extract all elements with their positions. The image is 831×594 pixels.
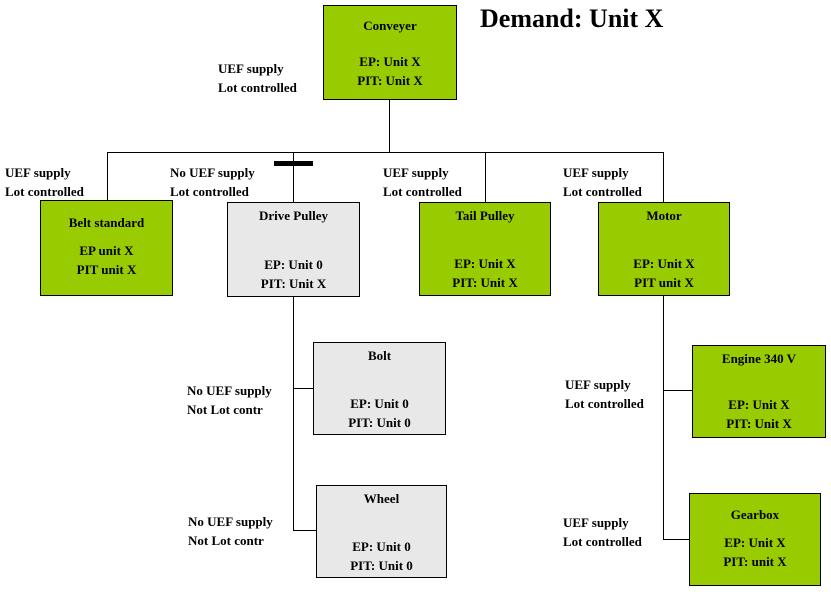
connector-tail-pulley-drop: [485, 152, 486, 202]
edge-label-tail-pulley: UEF supply Lot controlled: [383, 163, 462, 201]
node-pit: PIT: Unit X: [726, 416, 792, 431]
edge-label-motor: UEF supply Lot controlled: [563, 163, 642, 201]
page-title: Demand: Unit X: [480, 4, 664, 33]
node-ep: EP: Unit 0: [264, 257, 323, 272]
node-pit: PIT unit X: [634, 275, 694, 290]
edge-label-line: Lot controlled: [170, 184, 249, 199]
connector-wheel-branch: [293, 530, 316, 531]
node-details: EP: Unit 0 PIT: Unit 0: [348, 394, 411, 432]
node-title: Motor: [646, 208, 682, 223]
tick-mark: [274, 161, 313, 166]
connector-engine-branch: [663, 390, 692, 391]
connector-motor-drop: [663, 152, 664, 202]
node-pit: PIT unit X: [76, 262, 137, 277]
node-details: EP: Unit X PIT: unit X: [723, 533, 786, 571]
edge-label-drive-pulley: No UEF supply Lot controlled: [170, 163, 255, 201]
edge-label-line: UEF supply: [383, 165, 449, 180]
edge-label-line: No UEF supply: [187, 383, 272, 398]
node-title: Gearbox: [730, 507, 780, 522]
node-belt-standard: Belt standard EP unit X PIT unit X: [40, 200, 173, 296]
connector-drive-pulley-drop: [293, 152, 294, 202]
edge-label-line: Lot controlled: [563, 184, 642, 199]
node-ep: EP: Unit X: [454, 256, 516, 271]
edge-label-line: UEF supply: [5, 165, 71, 180]
node-engine-340v: Engine 340 V EP: Unit X PIT: Unit X: [692, 345, 826, 438]
edge-label-line: Lot controlled: [5, 184, 84, 199]
node-details: EP unit X PIT unit X: [77, 241, 137, 279]
edge-label-line: UEF supply: [218, 61, 284, 76]
edge-label-line: No UEF supply: [170, 165, 255, 180]
edge-label-line: Not Lot contr: [188, 533, 264, 548]
node-title: Tail Pulley: [455, 208, 515, 223]
node-ep: EP unit X: [79, 243, 134, 258]
node-bolt: Bolt EP: Unit 0 PIT: Unit 0: [313, 342, 446, 435]
node-ep: EP: Unit X: [359, 54, 421, 69]
node-title: Conveyer: [363, 18, 417, 33]
edge-label-bolt: No UEF supply Not Lot contr: [187, 381, 272, 419]
node-details: EP: Unit X PIT: Unit X: [357, 52, 422, 90]
node-pit: PIT: unit X: [723, 554, 787, 569]
node-title: Belt standard: [68, 215, 145, 230]
edge-label-line: UEF supply: [563, 515, 629, 530]
edge-label-wheel: No UEF supply Not Lot contr: [188, 512, 273, 550]
node-pit: PIT: Unit 0: [350, 558, 413, 573]
edge-label-line: UEF supply: [563, 165, 629, 180]
edge-label-conveyer: UEF supply Lot controlled: [218, 59, 297, 97]
node-details: EP: Unit 0 PIT: Unit 0: [350, 537, 413, 575]
node-pit: PIT: Unit X: [452, 275, 518, 290]
node-ep: EP: Unit X: [633, 256, 695, 271]
node-ep: EP: Unit X: [724, 535, 786, 550]
node-conveyer: Conveyer EP: Unit X PIT: Unit X: [323, 5, 457, 100]
node-wheel: Wheel EP: Unit 0 PIT: Unit 0: [316, 485, 447, 578]
edge-label-line: No UEF supply: [188, 514, 273, 529]
node-pit: PIT: Unit X: [357, 73, 423, 88]
connector-belt-drop: [107, 152, 108, 200]
node-title: Engine 340 V: [721, 351, 797, 366]
node-motor: Motor EP: Unit X PIT unit X: [598, 202, 730, 296]
connector-drive-pulley-stem: [293, 297, 294, 531]
node-ep: EP: Unit 0: [352, 539, 411, 554]
edge-label-line: Lot controlled: [383, 184, 462, 199]
node-details: EP: Unit 0 PIT: Unit X: [261, 255, 326, 293]
edge-label-line: Lot controlled: [563, 534, 642, 549]
node-drive-pulley: Drive Pulley EP: Unit 0 PIT: Unit X: [227, 202, 360, 297]
node-gearbox: Gearbox EP: Unit X PIT: unit X: [689, 493, 821, 586]
edge-label-engine: UEF supply Lot controlled: [565, 375, 644, 413]
connector-bolt-branch: [293, 388, 313, 389]
edge-label-line: UEF supply: [565, 377, 631, 392]
node-ep: EP: Unit X: [728, 397, 790, 412]
edge-label-gearbox: UEF supply Lot controlled: [563, 513, 642, 551]
edge-label-line: Lot controlled: [565, 396, 644, 411]
node-details: EP: Unit X PIT unit X: [633, 254, 694, 292]
node-details: EP: Unit X PIT: Unit X: [726, 395, 791, 433]
node-ep: EP: Unit 0: [350, 396, 409, 411]
connector-gearbox-branch: [663, 539, 689, 540]
connector-main-horizontal: [107, 152, 664, 153]
connector-conveyer-drop: [389, 100, 390, 152]
node-tail-pulley: Tail Pulley EP: Unit X PIT: Unit X: [419, 202, 551, 296]
edge-label-line: Not Lot contr: [187, 402, 263, 417]
node-title: Bolt: [367, 348, 392, 363]
connector-motor-stem: [663, 296, 664, 540]
edge-label-belt-standard: UEF supply Lot controlled: [5, 163, 84, 201]
node-title: Wheel: [363, 491, 400, 506]
node-details: EP: Unit X PIT: Unit X: [452, 254, 517, 292]
edge-label-line: Lot controlled: [218, 80, 297, 95]
node-title: Drive Pulley: [259, 208, 328, 223]
node-pit: PIT: Unit 0: [348, 415, 411, 430]
node-pit: PIT: Unit X: [260, 276, 327, 291]
